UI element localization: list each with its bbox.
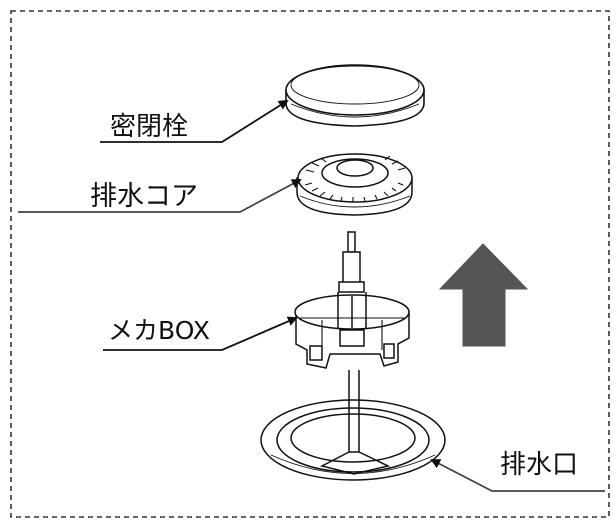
drain-outlet-label: 排水口	[500, 450, 579, 480]
stopper-part	[285, 64, 425, 127]
dashed-border	[10, 10, 610, 518]
up-arrow-icon	[438, 243, 529, 347]
leader-drain-outlet	[430, 459, 605, 492]
drain-core-label: 排水コア	[90, 181, 198, 212]
leader-drain-core	[18, 179, 302, 213]
stopper-label: 密閉栓	[110, 112, 189, 142]
drain-core-part	[296, 153, 413, 216]
leader-mech-box	[103, 316, 298, 351]
leader-stopper	[100, 99, 289, 143]
drain-outlet-part	[260, 399, 446, 481]
mech-box-label: メカBOX	[108, 316, 210, 345]
mech-box-part	[294, 231, 410, 475]
